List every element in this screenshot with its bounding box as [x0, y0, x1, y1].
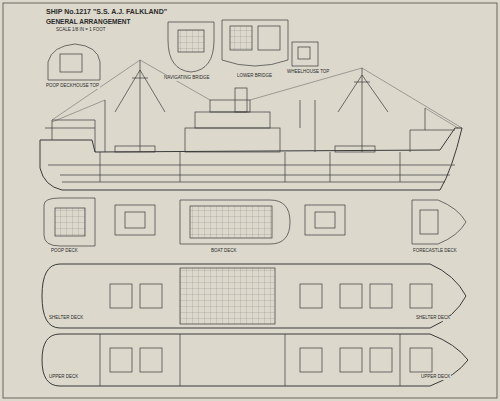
cargo-hatch [140, 348, 162, 372]
drawing-label: SHIP No.1217 "S.S. A.J. FALKLAND" [45, 8, 168, 16]
drawing-label: LOWER BRIDGE [236, 74, 273, 79]
drawing-label: UPPER DECK [420, 375, 451, 380]
cargo-hatch [410, 284, 432, 308]
drawing-label: SCALE 1/8 IN = 1 FOOT [55, 28, 106, 33]
drawing-label: FORECASTLE DECK [412, 249, 458, 254]
drawing-label: POOP DECKHOUSE TOP [45, 84, 100, 89]
drawing-label: POOP DECK [50, 249, 79, 254]
cargo-hatch [370, 348, 392, 372]
drawing-label: UPPER DECK [48, 375, 79, 380]
cargo-hatch [110, 348, 132, 372]
drawing-label: GENERAL ARRANGEMENT [45, 18, 132, 25]
cargo-hatch [300, 284, 322, 308]
drawing-label: NAVIGATING BRIDGE [163, 76, 211, 81]
cargo-hatch [410, 348, 432, 372]
cargo-hatch [370, 284, 392, 308]
drawing-label: WHEELHOUSE TOP [286, 70, 330, 75]
cargo-hatch [110, 284, 132, 308]
cargo-hatch [300, 348, 322, 372]
drawing-label: SHELTER DECK [415, 316, 451, 321]
cargo-hatch [340, 284, 362, 308]
drawing-label: BOAT DECK [210, 249, 238, 254]
drawing-label: SHELTER DECK [48, 316, 84, 321]
cargo-hatch [340, 348, 362, 372]
cargo-hatch [140, 284, 162, 308]
